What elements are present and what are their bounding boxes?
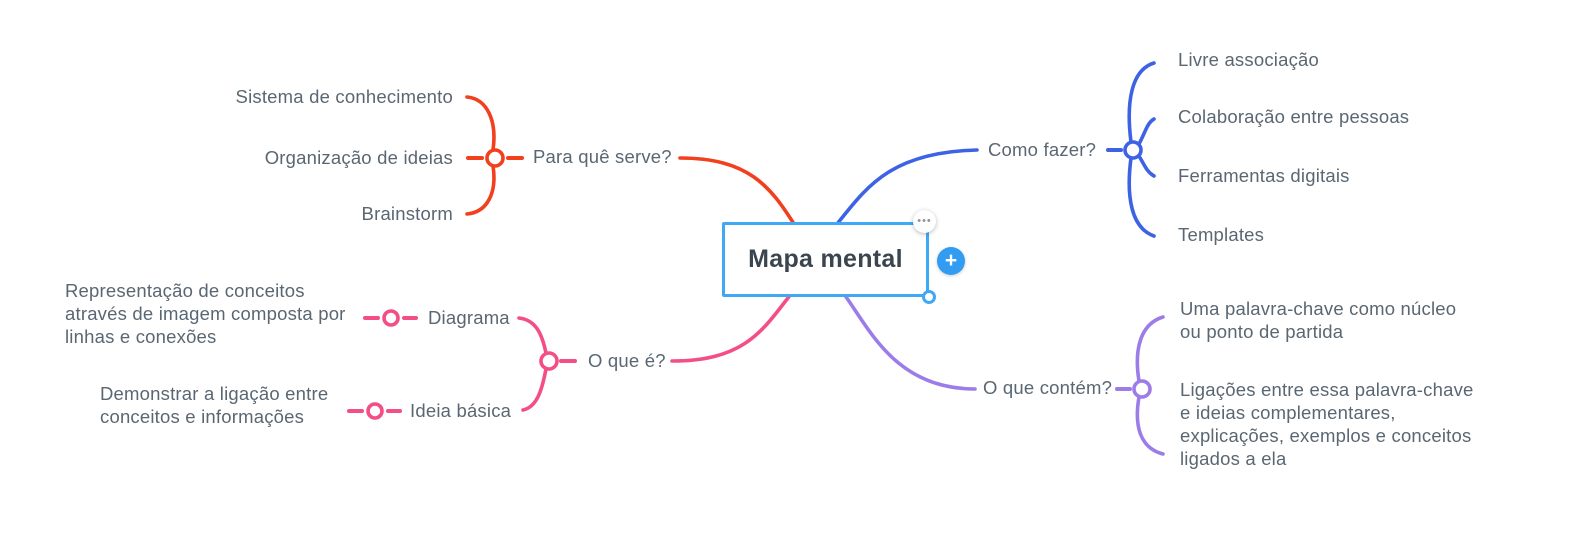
branch-line-serve (678, 156, 796, 226)
central-topic[interactable]: Mapa mental (722, 222, 929, 297)
child-line-ferramentas (1137, 154, 1156, 178)
topic-ligacoes-palavra-chave[interactable]: Ligações entre essa palavra-chave e idei… (1180, 379, 1474, 469)
branch-junction-serve[interactable] (485, 148, 505, 168)
topic-como-fazer[interactable]: Como fazer? (988, 139, 1097, 160)
child-line-livre (1127, 61, 1156, 144)
branch-junction-contem[interactable] (1132, 379, 1152, 399)
branch-line-contem (842, 292, 977, 391)
ellipsis-icon: ••• (917, 215, 932, 227)
plus-icon: + (944, 249, 958, 272)
child-line-diagrama (517, 316, 548, 355)
child-line-brainstorm (465, 164, 496, 216)
topic-o-que-e[interactable]: O que é? (588, 350, 666, 371)
topic-ferramentas-digitais[interactable]: Ferramentas digitais (1178, 165, 1350, 186)
note-junction-ideia[interactable] (366, 402, 384, 420)
child-line-templates (1127, 156, 1156, 238)
central-topic-title: Mapa mental (748, 245, 903, 273)
child-line-ideia (521, 367, 548, 412)
branch-junction-que-e[interactable] (539, 351, 559, 371)
topic-brainstorm[interactable]: Brainstorm (361, 203, 453, 224)
child-line-ligacoes (1135, 395, 1165, 456)
topic-ideia-basica[interactable]: Ideia básica (410, 400, 512, 421)
note-ideia-basica[interactable]: Demonstrar a ligação entre conceitos e i… (100, 383, 329, 427)
topic-o-que-contem[interactable]: O que contém? (983, 377, 1113, 398)
topic-para-que-serve[interactable]: Para quê serve? (533, 146, 672, 167)
node-menu-button[interactable]: ••• (913, 210, 936, 233)
child-line-sistema (465, 95, 496, 152)
branch-line-que-e (670, 292, 793, 363)
branch-junction-fazer[interactable] (1123, 140, 1143, 160)
topic-organizacao-de-ideias[interactable]: Organização de ideias (264, 147, 453, 168)
topic-sistema-de-conhecimento[interactable]: Sistema de conhecimento (235, 86, 453, 107)
topic-colaboracao-entre-pessoas[interactable]: Colaboração entre pessoas (1178, 106, 1410, 127)
add-child-button[interactable]: + (937, 247, 965, 275)
node-resize-handle[interactable] (922, 290, 936, 304)
branch-line-fazer (835, 148, 979, 226)
note-diagrama[interactable]: Representação de conceitos através de im… (65, 280, 346, 347)
topic-templates[interactable]: Templates (1178, 224, 1265, 245)
child-line-palavra-chave (1135, 315, 1165, 383)
topic-livre-associacao[interactable]: Livre associação (1178, 49, 1319, 70)
topic-palavra-chave-nucleo[interactable]: Uma palavra-chave como núcleo ou ponto d… (1180, 298, 1457, 342)
topic-diagrama[interactable]: Diagrama (428, 307, 510, 328)
note-junction-diagrama[interactable] (382, 309, 400, 327)
child-line-colaboracao (1137, 117, 1156, 146)
